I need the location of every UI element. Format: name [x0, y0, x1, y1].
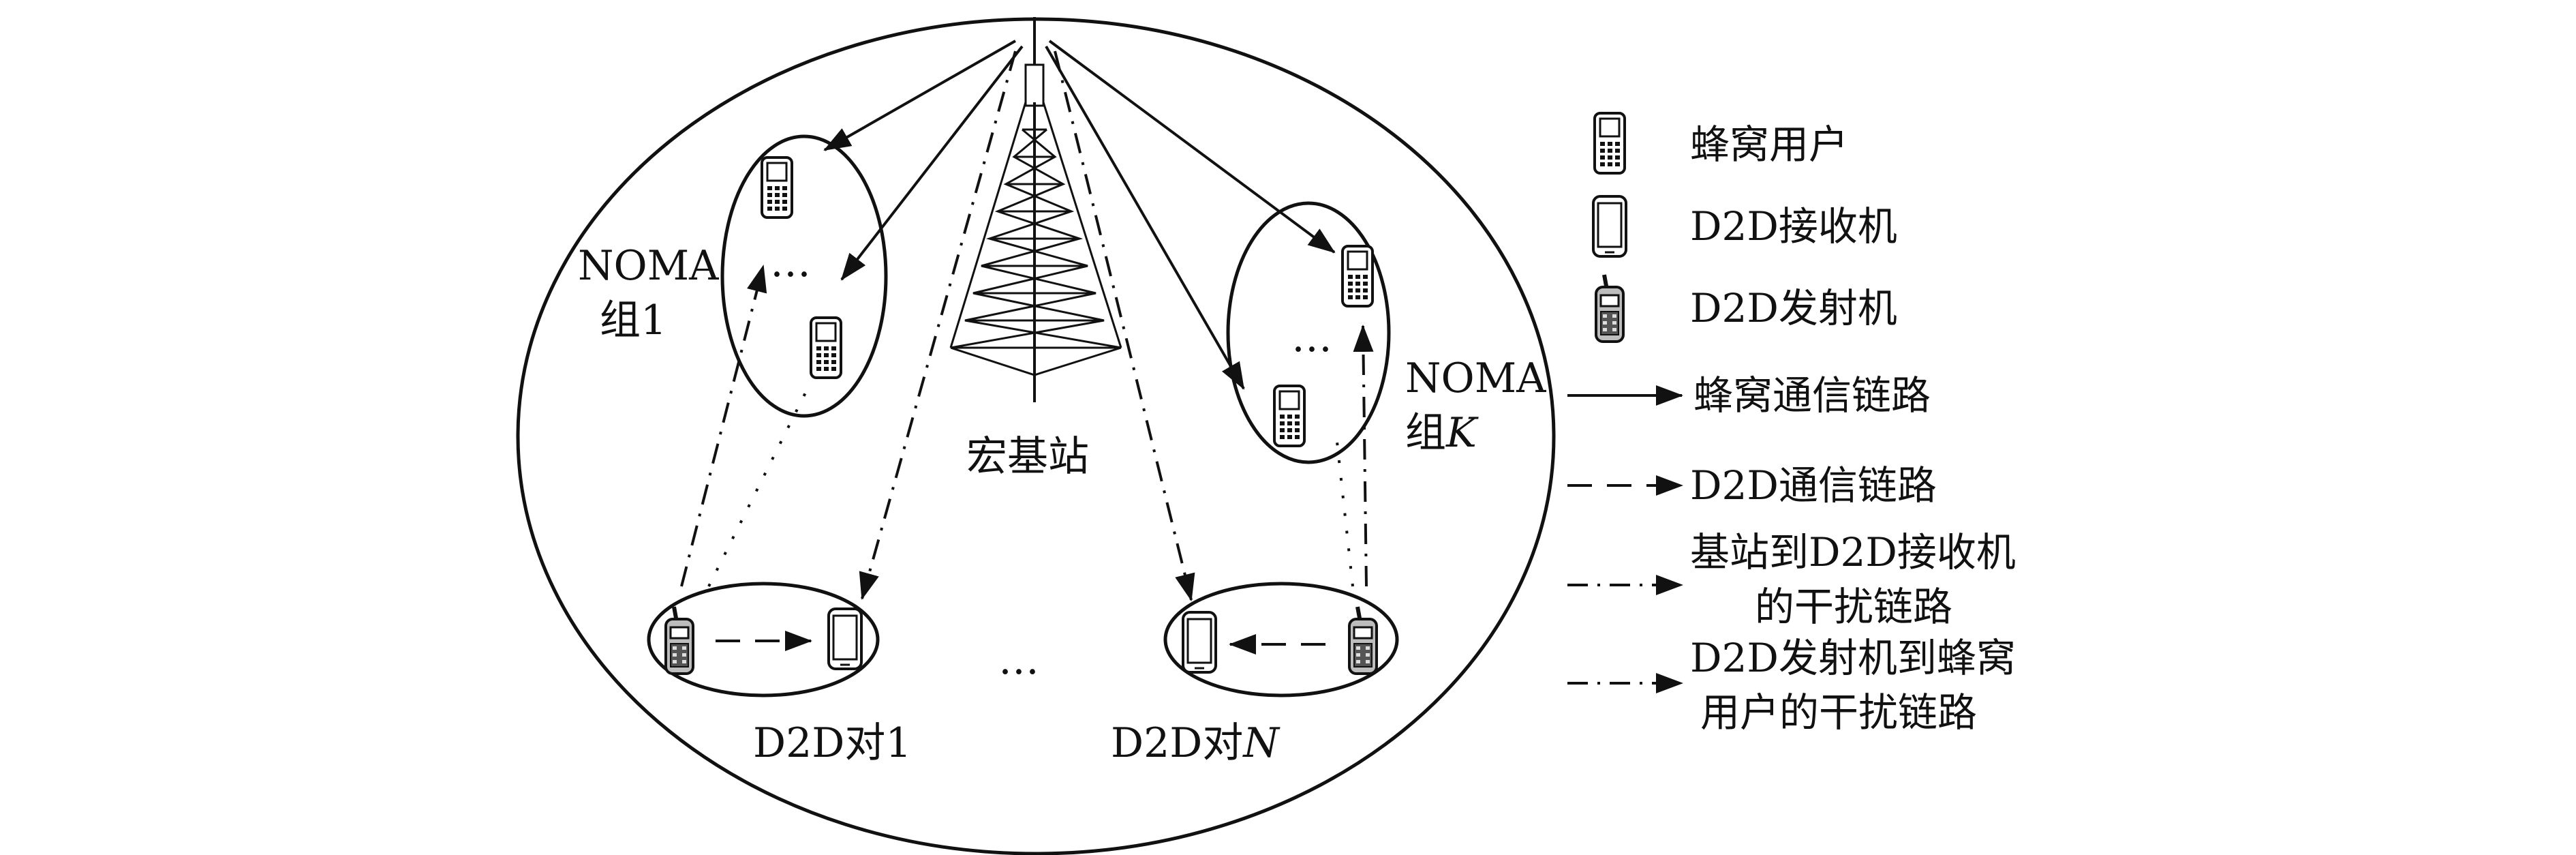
noma-group-1-ellipse — [720, 134, 888, 418]
d2d-to-cellular-interference-link — [680, 265, 767, 587]
legend-d2d-interference: D2D发射机到蜂窝 — [1690, 635, 2016, 681]
d2d-pair-1-label: D2D对1 — [753, 719, 912, 767]
legend-cellular-link: 蜂窝通信链路 — [1693, 372, 1931, 419]
noma-group-1-label: 组1 — [600, 297, 666, 344]
legend-bs-interference: 的干扰链路 — [1755, 584, 1952, 630]
legend-d2d-interference: 用户的干扰链路 — [1700, 689, 1977, 736]
cellular-phone-icon — [761, 156, 793, 219]
legend: 蜂窝用户 D2D接收机 D2D发射机 蜂窝通信链路 D2D通信链路 基站到D2D… — [1567, 112, 2016, 736]
legend-cellular-user: 蜂窝用户 — [1690, 121, 1848, 168]
d2d-to-cellular-interference-link — [1353, 325, 1374, 587]
noma-group-k-label: 组K — [1405, 409, 1479, 457]
walkie-talkie-icon — [1349, 607, 1377, 674]
walkie-talkie-icon — [1596, 275, 1623, 342]
cellular-link — [840, 45, 1024, 281]
d2d-pair-n-ellipse — [1163, 582, 1399, 698]
smartphone-icon — [1592, 195, 1627, 258]
cellular-link — [823, 40, 1016, 151]
bs-to-d2d-interference-link — [1054, 50, 1195, 601]
cellular-link — [1048, 40, 1336, 254]
ellipsis-group-1: … — [770, 239, 811, 286]
cellular-phone-icon — [1593, 112, 1626, 175]
cellular-phone-icon — [1341, 245, 1374, 308]
d2d-to-cellular-interference-link — [707, 381, 812, 587]
walkie-talkie-icon — [666, 607, 693, 674]
noma-group-k-label: NOMA — [1405, 355, 1546, 402]
macro-base-station-label: 宏基站 — [966, 433, 1089, 481]
cellular-phone-icon — [810, 316, 842, 379]
d2d-pair-1-ellipse — [647, 582, 880, 698]
bs-to-d2d-interference-link — [859, 50, 1017, 600]
legend-d2d-link: D2D通信链路 — [1690, 462, 1937, 509]
ellipsis-d2d-pairs: … — [998, 636, 1039, 684]
noma-group-1-label: NOMA — [578, 242, 719, 290]
ellipsis-group-k: … — [1291, 314, 1332, 361]
cellular-link — [1045, 45, 1245, 390]
smartphone-icon — [827, 608, 863, 670]
antenna-tower-icon — [949, 17, 1122, 402]
legend-d2d-receiver: D2D接收机 — [1690, 203, 1897, 250]
legend-d2d-transmitter: D2D发射机 — [1690, 285, 1897, 331]
noma-group-k-ellipse — [1226, 201, 1391, 464]
d2d-pair-n-label: D2D对N — [1111, 719, 1281, 767]
legend-bs-interference: 基站到D2D接收机 — [1690, 529, 2016, 575]
smartphone-icon — [1182, 611, 1217, 674]
cellular-phone-icon — [1273, 385, 1306, 447]
